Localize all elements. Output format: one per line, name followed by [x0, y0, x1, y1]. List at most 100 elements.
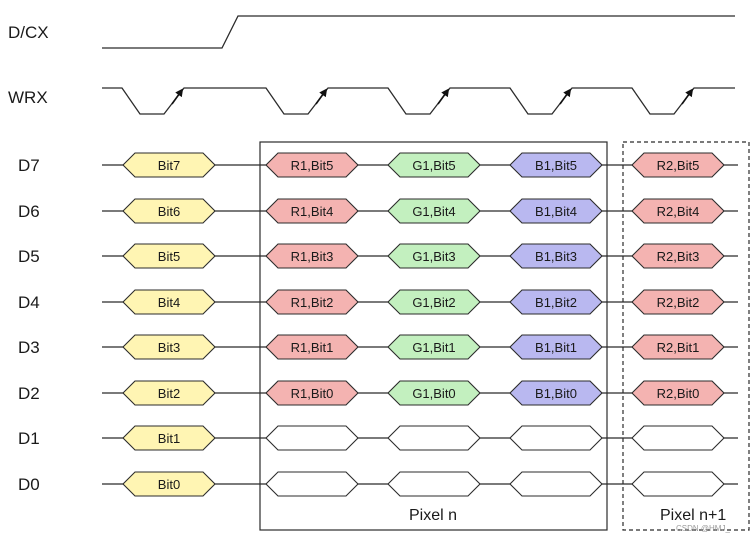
watermark-text: CSDN @HMJ_: [676, 524, 730, 533]
bit-cell-empty: [509, 471, 603, 497]
dcx-waveform: [102, 15, 735, 49]
bit-cell-green: [387, 334, 481, 360]
bit-cell-empty: [387, 471, 481, 497]
pixel-n-box: [259, 141, 608, 531]
bit-cell-text: B1,Bit5: [535, 158, 577, 173]
bit-cell-empty: [265, 471, 359, 497]
bit-cell-text: R1,Bit3: [291, 249, 334, 264]
data-lane-d7: D7 Bit7 R1,Bit5 G1,Bit5 B1,Bit5 R2,Bit5: [18, 152, 738, 178]
bit-cell-text: B1,Bit0: [535, 386, 577, 401]
wrx-edge-arrow: [681, 88, 694, 105]
bit-cell-text: R1,Bit4: [291, 204, 334, 219]
bit-cell-yellow: [122, 334, 216, 360]
bit-cell-yellow: [122, 425, 216, 451]
bit-cell-text: R2,Bit2: [657, 295, 700, 310]
bit-cell-red: [265, 243, 359, 269]
pixel-n1-box: [622, 141, 750, 531]
bit-cell-text: B1,Bit2: [535, 295, 577, 310]
bit-cell-red: [631, 334, 725, 360]
bit-cell-yellow: [122, 152, 216, 178]
bit-cell-text: R1,Bit0: [291, 386, 334, 401]
bit-cell-text: B1,Bit1: [535, 340, 577, 355]
bit-cell-text: R1,Bit5: [291, 158, 334, 173]
bit-cell-blue: [509, 198, 603, 224]
bit-cell-text: R1,Bit1: [291, 340, 334, 355]
bit-cell-green: [387, 198, 481, 224]
bit-cell-red: [265, 152, 359, 178]
bit-cell-text: Bit2: [158, 386, 180, 401]
bit-cell-text: G1,Bit4: [412, 204, 455, 219]
lane-label: D1: [18, 429, 40, 448]
bit-cell-text: R1,Bit2: [291, 295, 334, 310]
bit-cell-text: G1,Bit2: [412, 295, 455, 310]
bit-cell-red: [631, 152, 725, 178]
data-lane-d6: D6 Bit6 R1,Bit4 G1,Bit4 B1,Bit4 R2,Bit4: [18, 198, 738, 224]
bit-cell-yellow: [122, 289, 216, 315]
bit-cell-red: [265, 334, 359, 360]
wrx-edge-arrow: [559, 88, 572, 105]
bit-cell-red: [631, 198, 725, 224]
bit-cell-green: [387, 243, 481, 269]
bit-cell-blue: [509, 243, 603, 269]
lane-label: D0: [18, 475, 40, 494]
bit-cell-text: B1,Bit4: [535, 204, 577, 219]
bit-cell-text: Bit1: [158, 431, 180, 446]
wrx-rising-edge-arrows: [171, 88, 694, 105]
bit-cell-red: [265, 198, 359, 224]
bit-cell-empty: [387, 425, 481, 451]
bit-cell-text: R2,Bit3: [657, 249, 700, 264]
lane-label: D4: [18, 293, 40, 312]
bit-cell-green: [387, 289, 481, 315]
wrx-edge-arrow: [437, 88, 450, 105]
bit-cell-red: [631, 289, 725, 315]
lane-label: D2: [18, 384, 40, 403]
bit-cell-blue: [509, 334, 603, 360]
wrx-edge-arrow: [315, 88, 328, 105]
wrx-edge-arrow: [171, 88, 184, 105]
pixel-n-label: Pixel n: [409, 507, 457, 524]
wrx-label: WRX: [8, 88, 48, 107]
bit-cell-blue: [509, 380, 603, 406]
bit-cell-text: G1,Bit3: [412, 249, 455, 264]
bit-cell-green: [387, 380, 481, 406]
lane-label: D6: [18, 202, 40, 221]
bit-cell-blue: [509, 152, 603, 178]
bit-cell-text: R2,Bit4: [657, 204, 700, 219]
bit-cell-empty: [509, 425, 603, 451]
bit-cell-yellow: [122, 471, 216, 497]
data-lane-d4: D4 Bit4 R1,Bit2 G1,Bit2 B1,Bit2 R2,Bit2: [18, 289, 738, 315]
bit-cell-red: [631, 380, 725, 406]
bit-cell-empty: [265, 425, 359, 451]
data-lane-d1: D1 Bit1: [18, 425, 738, 451]
bit-cell-empty: [631, 471, 725, 497]
bit-cell-text: Bit6: [158, 204, 180, 219]
bit-cell-empty: [631, 425, 725, 451]
bit-cell-text: R2,Bit5: [657, 158, 700, 173]
dcx-label: D/CX: [8, 23, 49, 42]
bit-cell-text: Bit5: [158, 249, 180, 264]
lane-label: D5: [18, 247, 40, 266]
bit-cell-yellow: [122, 243, 216, 269]
bit-cell-text: Bit7: [158, 158, 180, 173]
bit-cell-text: Bit0: [158, 477, 180, 492]
bit-cell-text: G1,Bit0: [412, 386, 455, 401]
bit-cell-text: G1,Bit5: [412, 158, 455, 173]
data-lane-d0: D0 Bit0: [18, 471, 738, 497]
bit-cell-red: [265, 289, 359, 315]
lane-label: D3: [18, 338, 40, 357]
bit-cell-red: [631, 243, 725, 269]
bit-cell-text: G1,Bit1: [412, 340, 455, 355]
bit-cell-red: [265, 380, 359, 406]
bit-cell-green: [387, 152, 481, 178]
bit-cell-text: Bit3: [158, 340, 180, 355]
bit-cell-text: Bit4: [158, 295, 180, 310]
wrx-waveform: [102, 87, 735, 115]
bit-cell-yellow: [122, 380, 216, 406]
bit-cell-blue: [509, 289, 603, 315]
lane-label: D7: [18, 156, 40, 175]
